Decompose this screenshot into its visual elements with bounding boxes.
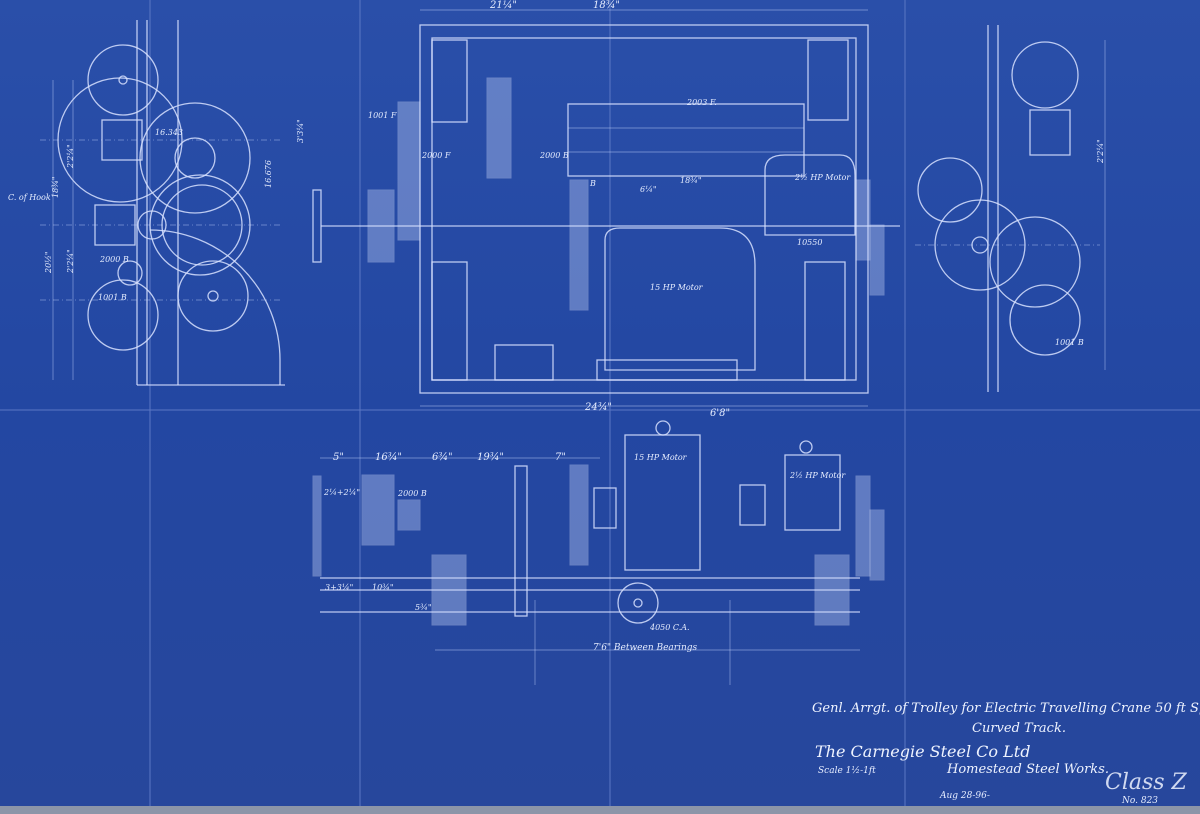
dim: 6¼" [640,185,657,194]
label: 16.676 [264,160,273,188]
company-name: The Carnegie Steel Co Ltd [815,742,1030,761]
drawing-date: Aug 28-96- [939,791,990,801]
motor-15hp-label: 15 HP Motor [634,453,688,462]
drawing-number: No. 823 [1121,796,1158,806]
dim: 19¾" [477,452,504,463]
class-label: Class Z [1105,770,1188,795]
label: 2000 B [397,489,427,498]
dim: 24¾" [584,402,612,413]
drawing-title: Genl. Arrgt. of Trolley for Electric Tra… [812,701,1200,716]
dim: 2'2¼" [66,249,75,274]
left-side-view: C. of Hook 18¾" 2'2¼" 20½" 2'2¼" 3'3¼" 1… [8,20,305,386]
dim: 21¼" [489,0,517,11]
dim: 3+3¼" [325,583,353,592]
dim: 16¾" [375,452,402,463]
dim: 6'8" [710,408,730,419]
dim: 20½" [44,251,53,274]
title-block: Genl. Arrgt. of Trolley for Electric Tra… [812,701,1200,806]
label: 2000 B [539,151,569,160]
scale-note: Scale 1½-1ft [818,765,876,776]
top-plan-view: 21¼" 18¾" 2003 F. 18¾" 6¼" 15 HP Motor 2… [312,0,900,419]
label: 2003 F. [686,98,717,107]
right-side-view: 2'2¼" 1001 B [915,25,1106,392]
bearings-dimension: 7'6" Between Bearings [593,643,698,653]
label: 4050 C.A. [649,623,690,632]
label: 2000 B [99,255,129,264]
label-hook-center: C. of Hook [8,193,51,202]
paper-edge [0,806,1200,814]
drum-grooves [567,103,805,177]
dim: 2'2¼" [66,144,75,169]
dim: 2'2¼" [1096,139,1105,164]
motor-2half-hp-label: 2½ HP Motor [789,471,846,480]
dim: 5" [333,452,344,463]
dim: 18¾" [51,176,60,198]
motor-15hp-label: 15 HP Motor [650,283,704,292]
motor-2half-hp-label: 2½ HP Motor [794,173,851,182]
label: 10550 [797,238,822,247]
dim: 2¼+2¼" [323,488,360,497]
drawing-subtitle: Curved Track. [972,721,1066,736]
front-elevation: 5" 16¾" 6¾" 19¾" 7" 2¼+2¼" 15 HP Motor 2… [312,420,885,685]
dim: 18¾" [593,0,620,11]
works-name: Homestead Steel Works. [946,762,1109,777]
dim: 10¾" [372,583,394,592]
label: 1001 B [1055,338,1084,347]
label: 1001 B [98,293,127,302]
dim: 18¾" [680,176,702,185]
label: 2000 F [421,151,451,160]
label: B [589,179,596,188]
label: 16.343 [155,128,183,137]
dim: 3'3¼" [296,119,305,143]
label: 1001 F [368,111,397,120]
dim: 5¾" [415,603,432,612]
dim: 7" [555,452,566,463]
dim: 6¾" [432,452,453,463]
